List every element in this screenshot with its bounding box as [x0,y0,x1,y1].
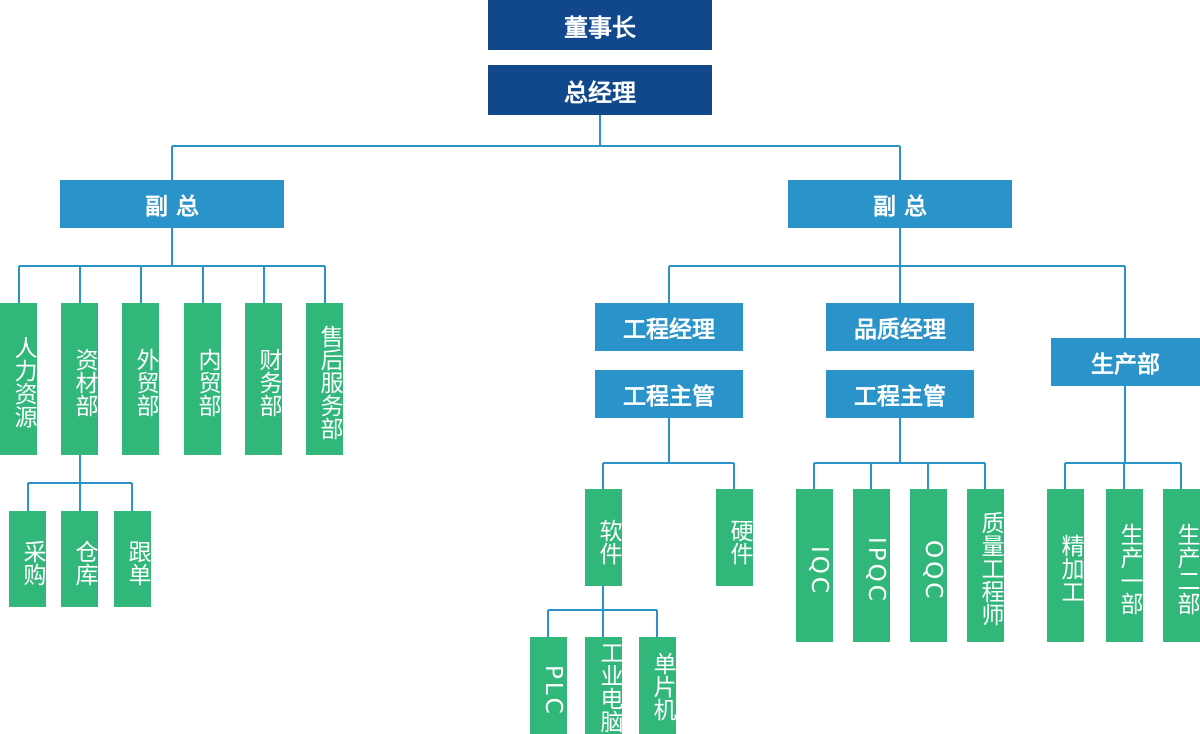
industrial-pc-box: 工业电脑 [585,637,622,734]
quality-engineer-box: 质量工程师 [967,489,1004,642]
materials-dept-box: 资材部 [61,303,98,455]
vp-right-box: 副 总 [788,180,1012,228]
finance-dept-box: 财务部 [245,303,282,455]
warehouse-box: 仓库 [61,511,98,607]
chairman-box: 董事长 [488,0,712,50]
hr-dept-box: 人力资源 [0,303,37,455]
foreign-trade-dept-box: 外贸部 [122,303,159,455]
plc-box: PLC [530,637,567,734]
production-1-box: 生产一部 [1106,489,1143,642]
oqc-box: OQC [910,489,947,642]
iqc-box: IQC [796,489,833,642]
eng-supervisor-a-box: 工程主管 [595,370,743,418]
follow-up-box: 跟单 [114,511,151,607]
domestic-trade-dept-box: 内贸部 [184,303,221,455]
production-2-box: 生产二部 [1163,489,1200,642]
vp-left-box: 副 总 [60,180,284,228]
eng-manager-box: 工程经理 [595,303,743,351]
hardware-box: 硬件 [716,489,753,586]
purchasing-box: 采购 [9,511,46,607]
finishing-box: 精加工 [1047,489,1084,642]
ipqc-box: IPQC [853,489,890,642]
production-dept-box: 生产部 [1051,338,1200,386]
software-box: 软件 [585,489,622,586]
general-manager-box: 总经理 [488,65,712,115]
quality-manager-box: 品质经理 [826,303,974,351]
mcu-box: 单片机 [639,637,676,734]
eng-supervisor-b-box: 工程主管 [826,370,974,418]
after-sales-dept-box: 售后服务部 [306,303,343,455]
